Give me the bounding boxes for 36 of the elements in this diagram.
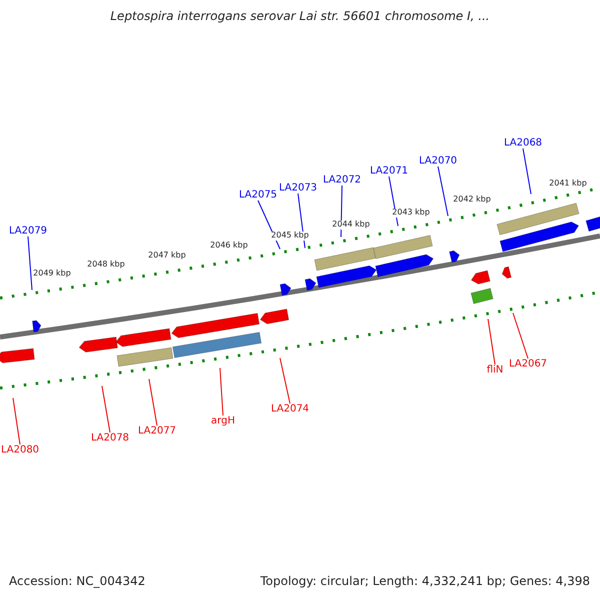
leader-line xyxy=(12,398,20,445)
tick-label: 2047 kbp xyxy=(147,252,187,260)
leader-line xyxy=(522,148,532,194)
tick-label: 2048 kbp xyxy=(86,260,126,270)
tick-label: 2046 kbp xyxy=(209,242,249,250)
tick-label: 2044 kbp xyxy=(331,220,371,230)
topology-text: Topology: circular; Length: 4,332,241 bp; Genes: 4,398 xyxy=(260,575,590,588)
gene-label: LA2080 xyxy=(0,444,40,456)
leader-line xyxy=(438,166,448,216)
gene-label: LA2072 xyxy=(322,174,362,186)
gene-label: LA2070 xyxy=(418,156,458,166)
gene-label: LA2077 xyxy=(138,426,176,436)
gene-label: fliN xyxy=(486,364,504,376)
gene-label: LA2068 xyxy=(504,138,542,148)
tick-label: 2045 kbp xyxy=(270,232,310,240)
accession-text: Accession: NC_004342 xyxy=(9,575,146,588)
leader-line xyxy=(488,318,496,365)
leader-line xyxy=(148,378,158,426)
leader-line xyxy=(28,236,32,290)
leader-line xyxy=(280,358,290,404)
gene-label: LA2078 xyxy=(90,432,130,444)
leader-line xyxy=(512,312,528,359)
gene-label: LA2074 xyxy=(270,404,310,414)
leader-line xyxy=(102,386,110,433)
gene-label: LA2073 xyxy=(278,182,318,194)
title: Leptospira interrogans serovar Lai str. 56601 chromosome I, ... xyxy=(109,10,491,24)
tick-label: 2043 kbp xyxy=(391,208,431,218)
tick-label: 2042 kbp xyxy=(452,196,492,204)
gene-label: argH xyxy=(211,416,235,426)
leader-line xyxy=(220,368,224,416)
tick-label: 2041 kbp xyxy=(548,180,588,188)
gene-label: LA2067 xyxy=(508,358,548,370)
tick-label: 2049 kbp xyxy=(32,270,72,278)
gene-label: LA2071 xyxy=(370,166,408,176)
gene-label: LA2079 xyxy=(8,226,48,236)
gene-label: LA2075 xyxy=(238,190,278,200)
